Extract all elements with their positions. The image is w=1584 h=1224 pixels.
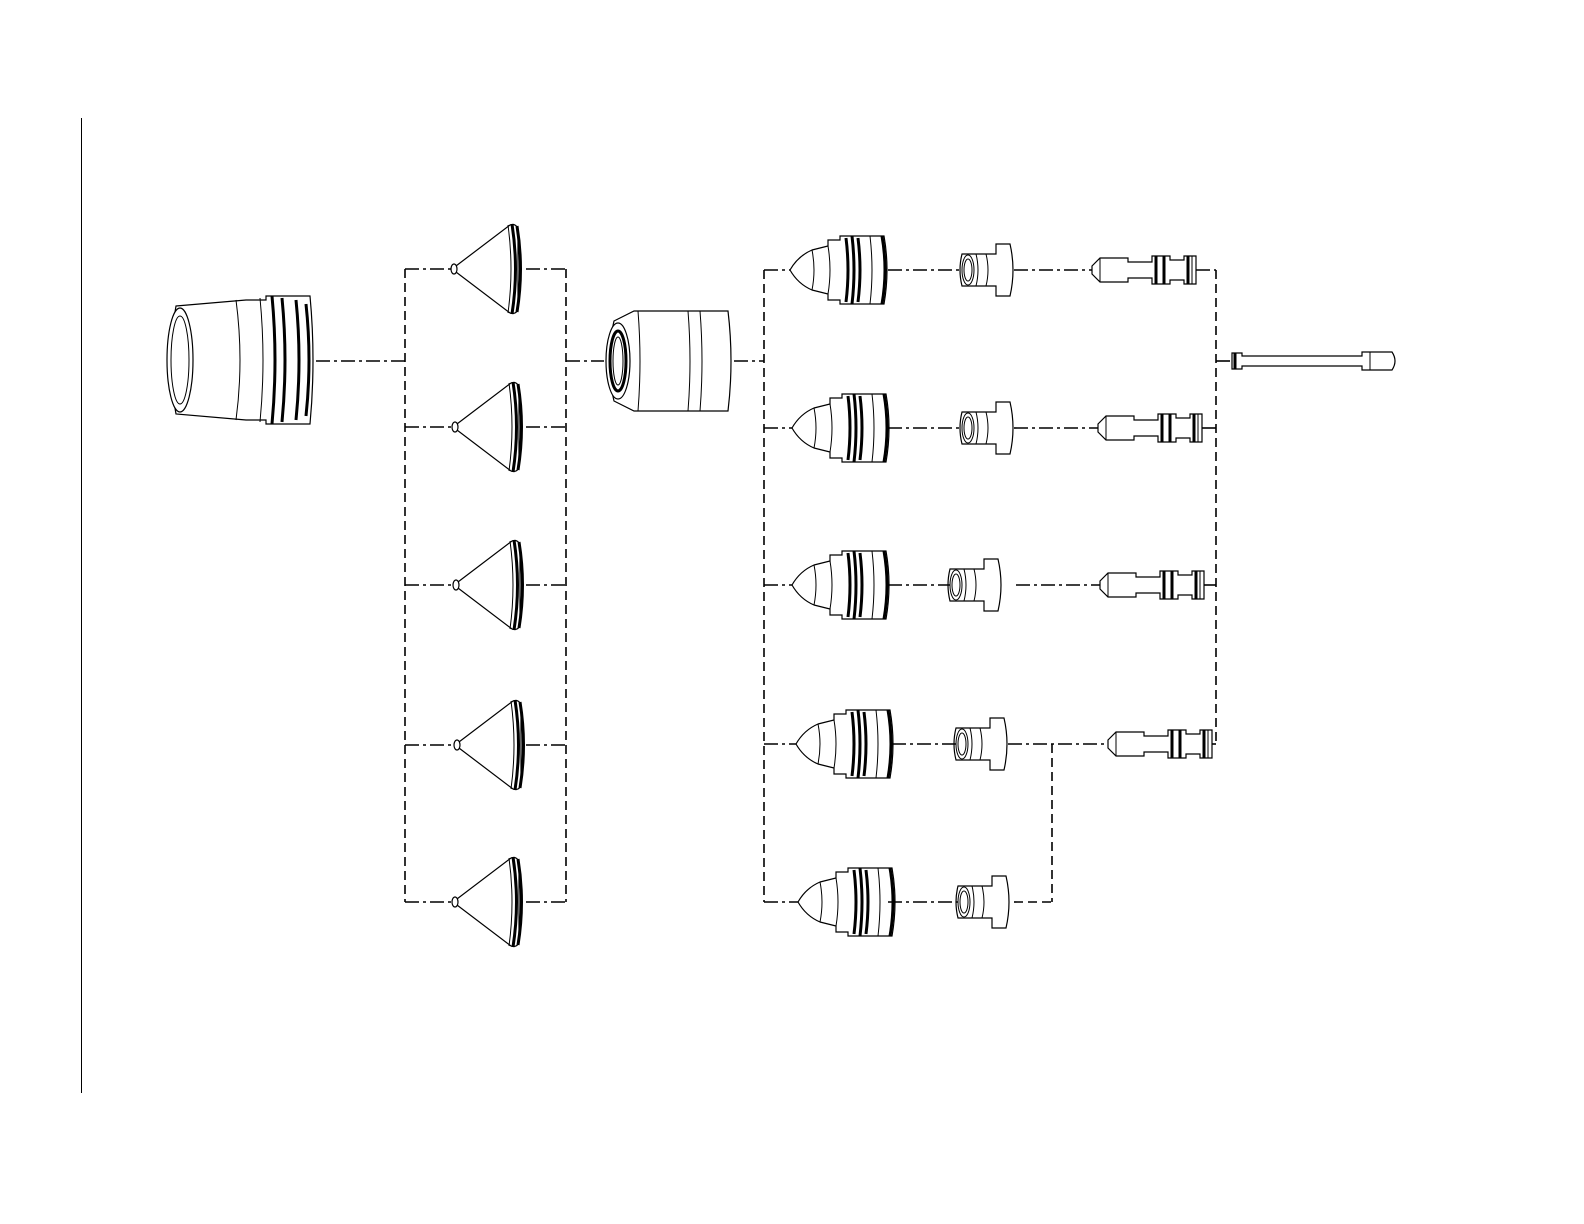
retaining-cap-part xyxy=(167,296,313,424)
shield-part xyxy=(453,540,523,630)
swirl-ring-part xyxy=(956,876,1009,928)
nozzle-part xyxy=(798,868,895,936)
shield-part xyxy=(452,382,522,472)
nozzle-part xyxy=(796,710,893,778)
electrode-part xyxy=(1108,730,1212,758)
swirl-ring-part xyxy=(960,402,1013,454)
nozzle-part xyxy=(792,551,889,619)
electrode-part xyxy=(1098,414,1202,442)
swirl-ring-part xyxy=(954,718,1007,770)
swirl-ring-part xyxy=(948,559,1001,611)
electrode-part xyxy=(1100,571,1204,599)
water-tube-part xyxy=(1232,352,1395,370)
nozzle-part xyxy=(790,236,887,304)
nozzle-part xyxy=(792,394,889,462)
electrode-part xyxy=(1092,256,1196,284)
swirl-ring-part xyxy=(960,244,1013,296)
shield-part xyxy=(452,857,522,947)
shield-part xyxy=(454,700,524,790)
shield-part xyxy=(451,224,521,314)
inner-cap-part xyxy=(606,311,731,411)
